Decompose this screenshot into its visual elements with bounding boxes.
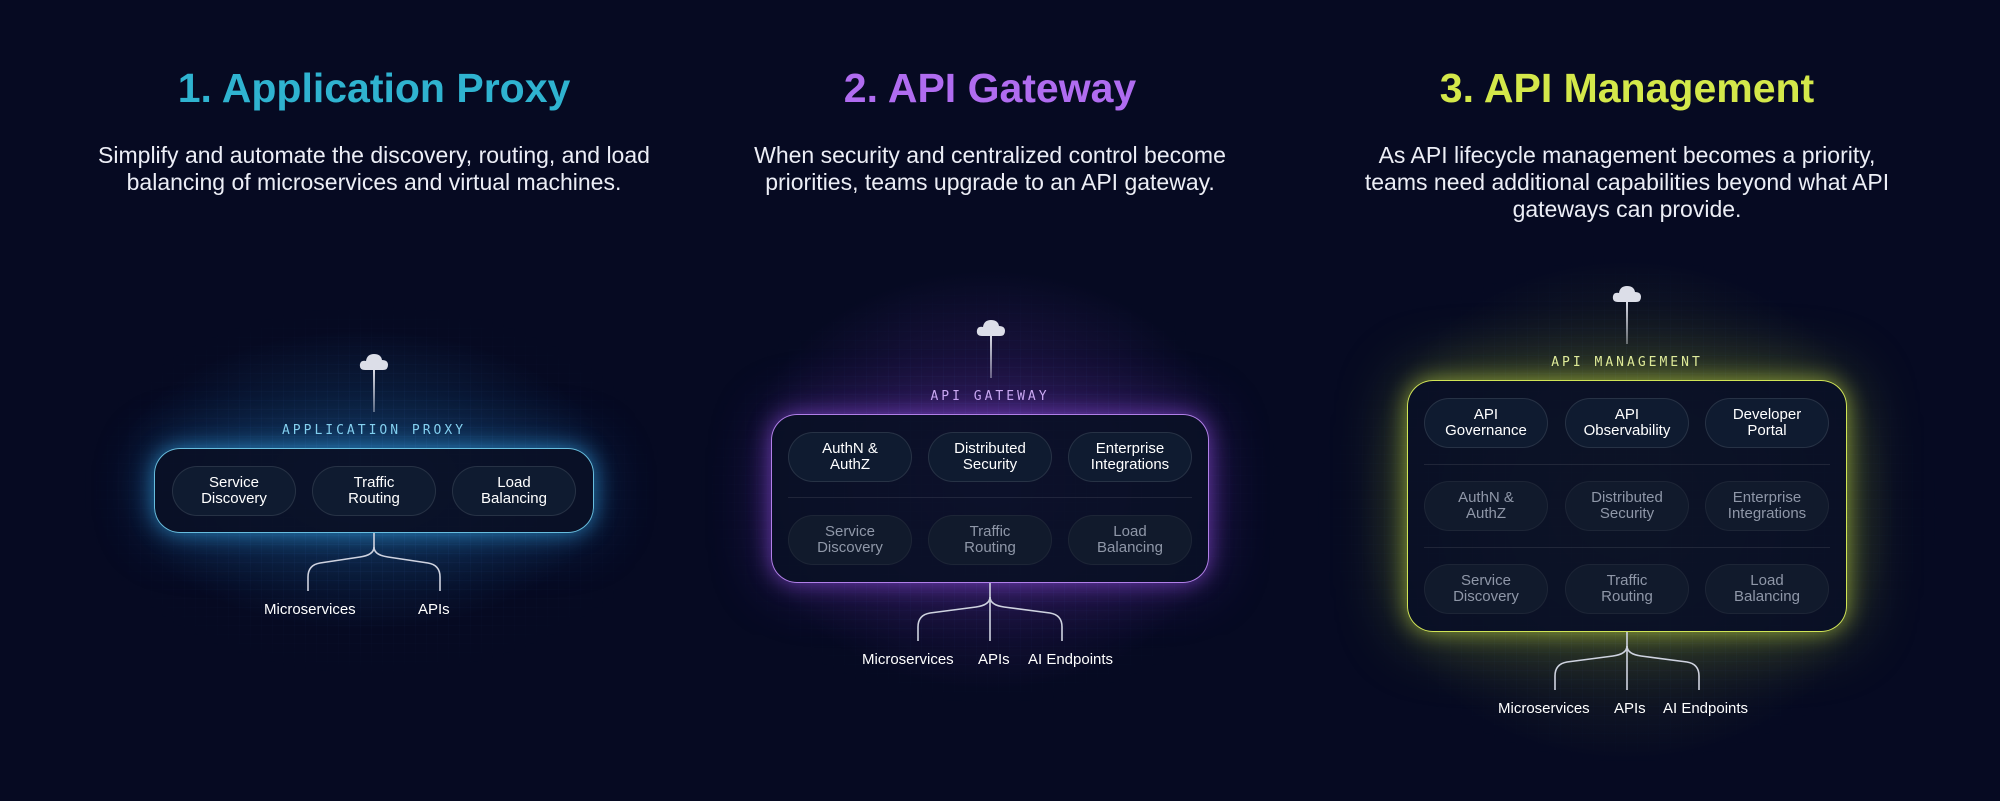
box-title: API GATEWAY — [930, 389, 1050, 404]
pill-load-balancing: Load Balancing — [1068, 515, 1192, 565]
pill-authn-authz: AuthN & AuthZ — [788, 432, 912, 482]
cloud-icon — [976, 320, 1005, 336]
box-title: APPLICATION PROXY — [281, 423, 467, 438]
pill-enterprise-integrations: Enterprise Integrations — [1705, 481, 1829, 531]
cloud-icon — [1612, 286, 1641, 302]
row-divider — [788, 497, 1192, 498]
pill-service-discovery: Service Discovery — [788, 515, 912, 565]
source-connector — [1554, 632, 1700, 690]
source-connector — [307, 533, 441, 591]
cloud-icon — [359, 354, 388, 370]
connector-line — [373, 370, 375, 412]
api-gateway-box: AuthN & AuthZ Distributed Security Enter… — [771, 414, 1209, 583]
column-application-proxy: 1. Application Proxy Simplify and automa… — [54, 0, 694, 801]
source-label-ai-endpoints: AI Endpoints — [1028, 651, 1114, 668]
column-description: When security and centralized control be… — [754, 142, 1226, 195]
source-label-apis: APIs — [978, 651, 1010, 668]
pill-enterprise-integrations: Enterprise Integrations — [1068, 432, 1192, 482]
connector-line — [990, 336, 992, 378]
application-proxy-box: Service Discovery Traffic Routing Load B… — [154, 448, 594, 533]
column-api-management: 3. API Management As API lifecycle manag… — [1307, 0, 1947, 801]
connector-line — [1626, 302, 1628, 344]
source-label-microservices: Microservices — [264, 601, 356, 618]
api-management-box: API Governance API Observability Develop… — [1407, 380, 1847, 632]
column-heading: 3. API Management — [1439, 65, 1815, 111]
pill-distributed-security: Distributed Security — [928, 432, 1052, 482]
column-api-gateway: 2. API Gateway When security and central… — [670, 0, 1310, 801]
pill-distributed-security: Distributed Security — [1565, 481, 1689, 531]
column-heading: 1. Application Proxy — [177, 65, 571, 111]
pill-load-balancing: Load Balancing — [1705, 564, 1829, 614]
pill-authn-authz: AuthN & AuthZ — [1424, 481, 1548, 531]
column-heading: 2. API Gateway — [843, 65, 1137, 111]
pill-service-discovery: Service Discovery — [172, 466, 296, 516]
row-divider — [1424, 547, 1830, 548]
source-label-apis: APIs — [1614, 700, 1646, 717]
pill-traffic-routing: Traffic Routing — [928, 515, 1052, 565]
pill-developer-portal: Developer Portal — [1705, 398, 1829, 448]
column-description: As API lifecycle management becomes a pr… — [1364, 142, 1890, 222]
box-title: API MANAGEMENT — [1551, 355, 1703, 370]
pill-api-observability: API Observability — [1565, 398, 1689, 448]
row-divider — [1424, 464, 1830, 465]
pill-load-balancing: Load Balancing — [452, 466, 576, 516]
source-label-ai-endpoints: AI Endpoints — [1663, 700, 1749, 717]
pill-traffic-routing: Traffic Routing — [1565, 564, 1689, 614]
pill-api-governance: API Governance — [1424, 398, 1548, 448]
pill-traffic-routing: Traffic Routing — [312, 466, 436, 516]
source-label-microservices: Microservices — [1498, 700, 1590, 717]
source-label-microservices: Microservices — [862, 651, 954, 668]
pill-service-discovery: Service Discovery — [1424, 564, 1548, 614]
column-description: Simplify and automate the discovery, rou… — [98, 142, 650, 195]
source-label-apis: APIs — [418, 601, 450, 618]
source-connector — [917, 583, 1063, 641]
